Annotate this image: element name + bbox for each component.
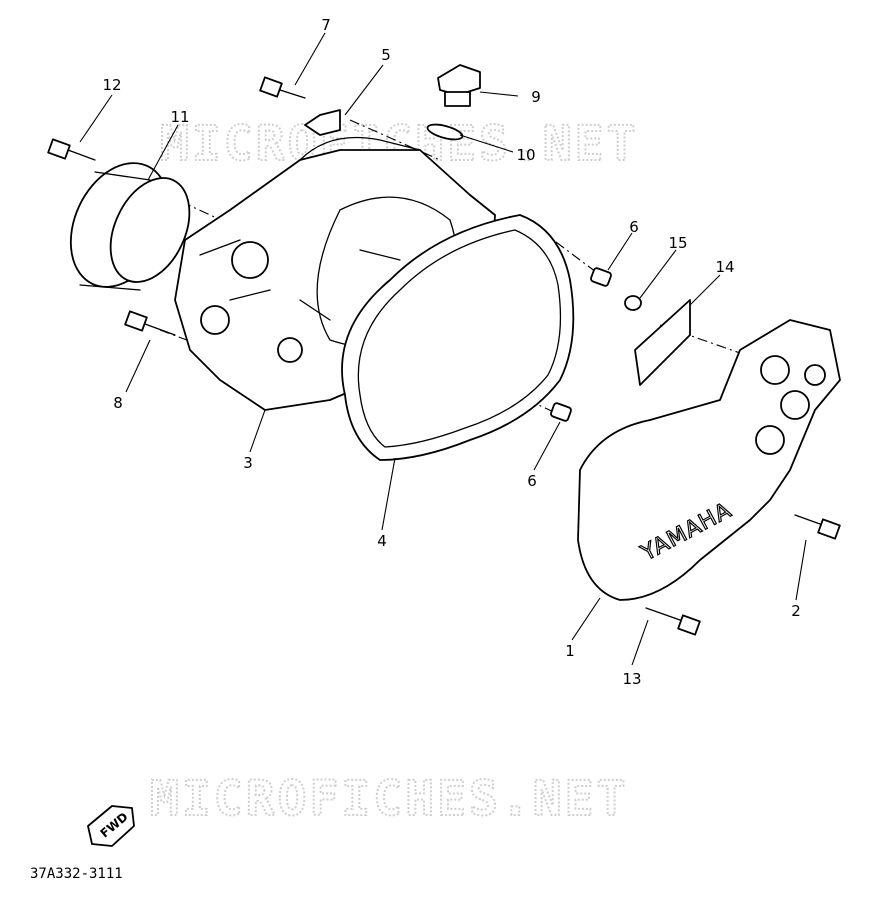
o-ring-part-10 [426, 123, 464, 141]
cylindrical-cover-part-11 [69, 162, 191, 291]
bolt-part-12 [47, 138, 96, 161]
callout-10: 10 [516, 146, 535, 164]
callout-12: 12 [102, 76, 121, 94]
outer-cover-part-1: YAMAHA [577, 319, 841, 601]
bolt-part-13 [645, 607, 701, 636]
callout-5: 5 [381, 46, 391, 64]
plug-part-9 [437, 64, 481, 107]
bolt-part-7 [259, 76, 306, 99]
callout-1: 1 [565, 642, 575, 660]
bolt-part-2 [794, 514, 841, 540]
dowel-part-6-upper [590, 267, 612, 287]
callout-labels: 12 11 7 5 9 10 6 15 14 8 3 4 6 1 2 13 [102, 16, 800, 688]
bolt-part-8 [124, 310, 176, 336]
callout-8: 8 [113, 394, 123, 412]
callout-15: 15 [668, 234, 687, 252]
callout-13: 13 [622, 670, 641, 688]
callout-14: 14 [715, 258, 734, 276]
callout-2: 2 [791, 602, 801, 620]
leader-lines [79, 32, 807, 666]
washer-part-15 [624, 295, 642, 311]
callout-6-upper: 6 [629, 218, 639, 236]
forward-badge: FWD [87, 805, 135, 847]
callout-9: 9 [531, 88, 541, 106]
callout-6-lower: 6 [527, 472, 537, 490]
watermark-bottom: MICROFICHES.NET [150, 771, 628, 827]
clip-part-5 [304, 109, 341, 136]
gasket-part-4 [341, 214, 575, 461]
dowel-part-6-lower [550, 402, 572, 422]
callout-3: 3 [243, 454, 253, 472]
bracket-part-14 [634, 299, 691, 386]
callout-7: 7 [321, 16, 331, 34]
callout-11: 11 [170, 108, 189, 126]
callout-4: 4 [377, 532, 387, 550]
drawing-code: 37A332-3111 [30, 866, 123, 882]
